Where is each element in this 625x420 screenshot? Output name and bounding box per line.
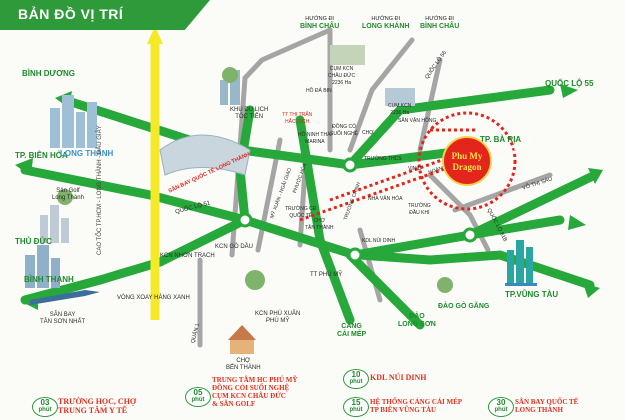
- place-tt-phu-my: TT PHÚ MỸ: [310, 272, 343, 278]
- secondary-roads: [197, 27, 553, 348]
- place-cho: CHỢ: [362, 130, 374, 136]
- place-dao-long-son: ĐẢO LONG SƠN: [398, 313, 436, 328]
- place-kcn-go-dau: KCN GÒ DẦU: [215, 244, 254, 250]
- place-cang-cai-mep: CẢNG CÁI MÉP: [337, 323, 367, 338]
- label-vung-tau: TP.VŨNG TÀU: [505, 290, 559, 299]
- place-kcn-nhon-trach: KCN NHƠN TRẠCH: [160, 253, 215, 259]
- place-dao-go-gang: ĐẢO GÒ GĂNG: [438, 303, 490, 310]
- label-quoc-lo-55: QUỐC LỘ 55: [545, 79, 594, 88]
- project-name-line1: Phu My: [451, 151, 483, 161]
- place-dong-co: ĐỒNG CỎ SUỐI NGHỆ: [330, 124, 359, 137]
- place-khu-du-lich: KHU DU LỊCH TÓC TIÊN: [230, 107, 269, 120]
- place-cho-ben-thanh: CHỢ BẾN THÀNH: [226, 358, 261, 371]
- place-ho-ninh-thai: HỒ NINH THÀI MARINA: [298, 132, 332, 145]
- city-icons: [25, 45, 537, 354]
- place-kdl-nui-dinh: KDL NÚI DINH: [362, 238, 396, 244]
- place-kcn-chau-duc: CỤM KCN CHÂU ĐỨC 2236 Ha: [328, 66, 356, 86]
- label-long-thanh: LONG THÀNH: [60, 149, 114, 158]
- legend-03: TRƯỜNG HỌC, CHỢ TRUNG TÂM Y TẾ: [58, 397, 137, 415]
- place-vinid: VINID: [408, 166, 422, 172]
- title-banner: BẢN ĐỒ VỊ TRÍ: [0, 0, 210, 30]
- road-vong-xoay: VÒNG XOAY HÀNG XANH: [117, 295, 190, 301]
- label-binh-thanh: BÌNH THẠNH: [24, 275, 74, 284]
- roundabouts: [237, 157, 478, 263]
- legend-30: SÂN BAY QUỐC TẾ LONG THÀNH: [515, 398, 579, 414]
- place-nha-van-hoa: NHÀ VĂN HÓA: [368, 196, 403, 202]
- distance-lines: [299, 111, 517, 222]
- place-tt-hac-dich: TT THỊ TRẤN HẮC DỊCH: [282, 112, 313, 125]
- label-ba-ria: TP. BÀ RỊA: [480, 135, 522, 144]
- label-binh-duong: BÌNH DƯƠNG: [22, 69, 76, 78]
- place-san-van-hong: SÂN VẬN HỒNG: [398, 118, 437, 124]
- place-truong-qt: TRƯỜNG CĐ QUỐC TẾ: [285, 206, 317, 219]
- place-truong-dau-khi: TRƯỜNG ĐẦU KHÍ: [408, 203, 431, 216]
- place-truong-thcs: TRƯỜNG THCS: [364, 156, 402, 162]
- label-thu-duc: THỦ ĐỨC: [15, 237, 52, 246]
- place-kcn-2: CỤM KCN 2236 Ha: [388, 103, 412, 116]
- legend-10: KDL NÚI DINH: [370, 373, 427, 382]
- project-name-line2: Dragon: [452, 162, 482, 172]
- place-ho-da-bin: HỒ ĐÁ BIN: [306, 88, 332, 94]
- place-kcn-phu-xuan: KCN PHÚ XUÂN PHÚ MỸ: [255, 311, 301, 324]
- project-marker[interactable]: Phu My Dragon: [442, 136, 492, 186]
- road-cao-toc: CAO TỐC TP.HCM - LONG THÀNH - DẦU GIÂY: [97, 125, 103, 255]
- place-cho-tan-thanh: CHỢ TÂN THÀNH: [305, 218, 334, 231]
- legend-05: TRUNG TÂM HC PHÚ MỸ ĐỒNG CỎI SUỐI NGHỆ C…: [212, 376, 298, 408]
- legend-15: HỆ THỐNG CẢNG CÁI MÉP TP BIÊN VŨNG TÀU: [370, 398, 463, 414]
- place-san-golf: Sân Golf Long Thành: [52, 188, 84, 201]
- label-bien-hoa: TP. BIÊN HÒA: [15, 151, 68, 160]
- page-title: BẢN ĐỒ VỊ TRÍ: [18, 6, 124, 22]
- place-san-bay-tsn: SÂN BAY TÂN SƠN NHẤT: [40, 312, 86, 325]
